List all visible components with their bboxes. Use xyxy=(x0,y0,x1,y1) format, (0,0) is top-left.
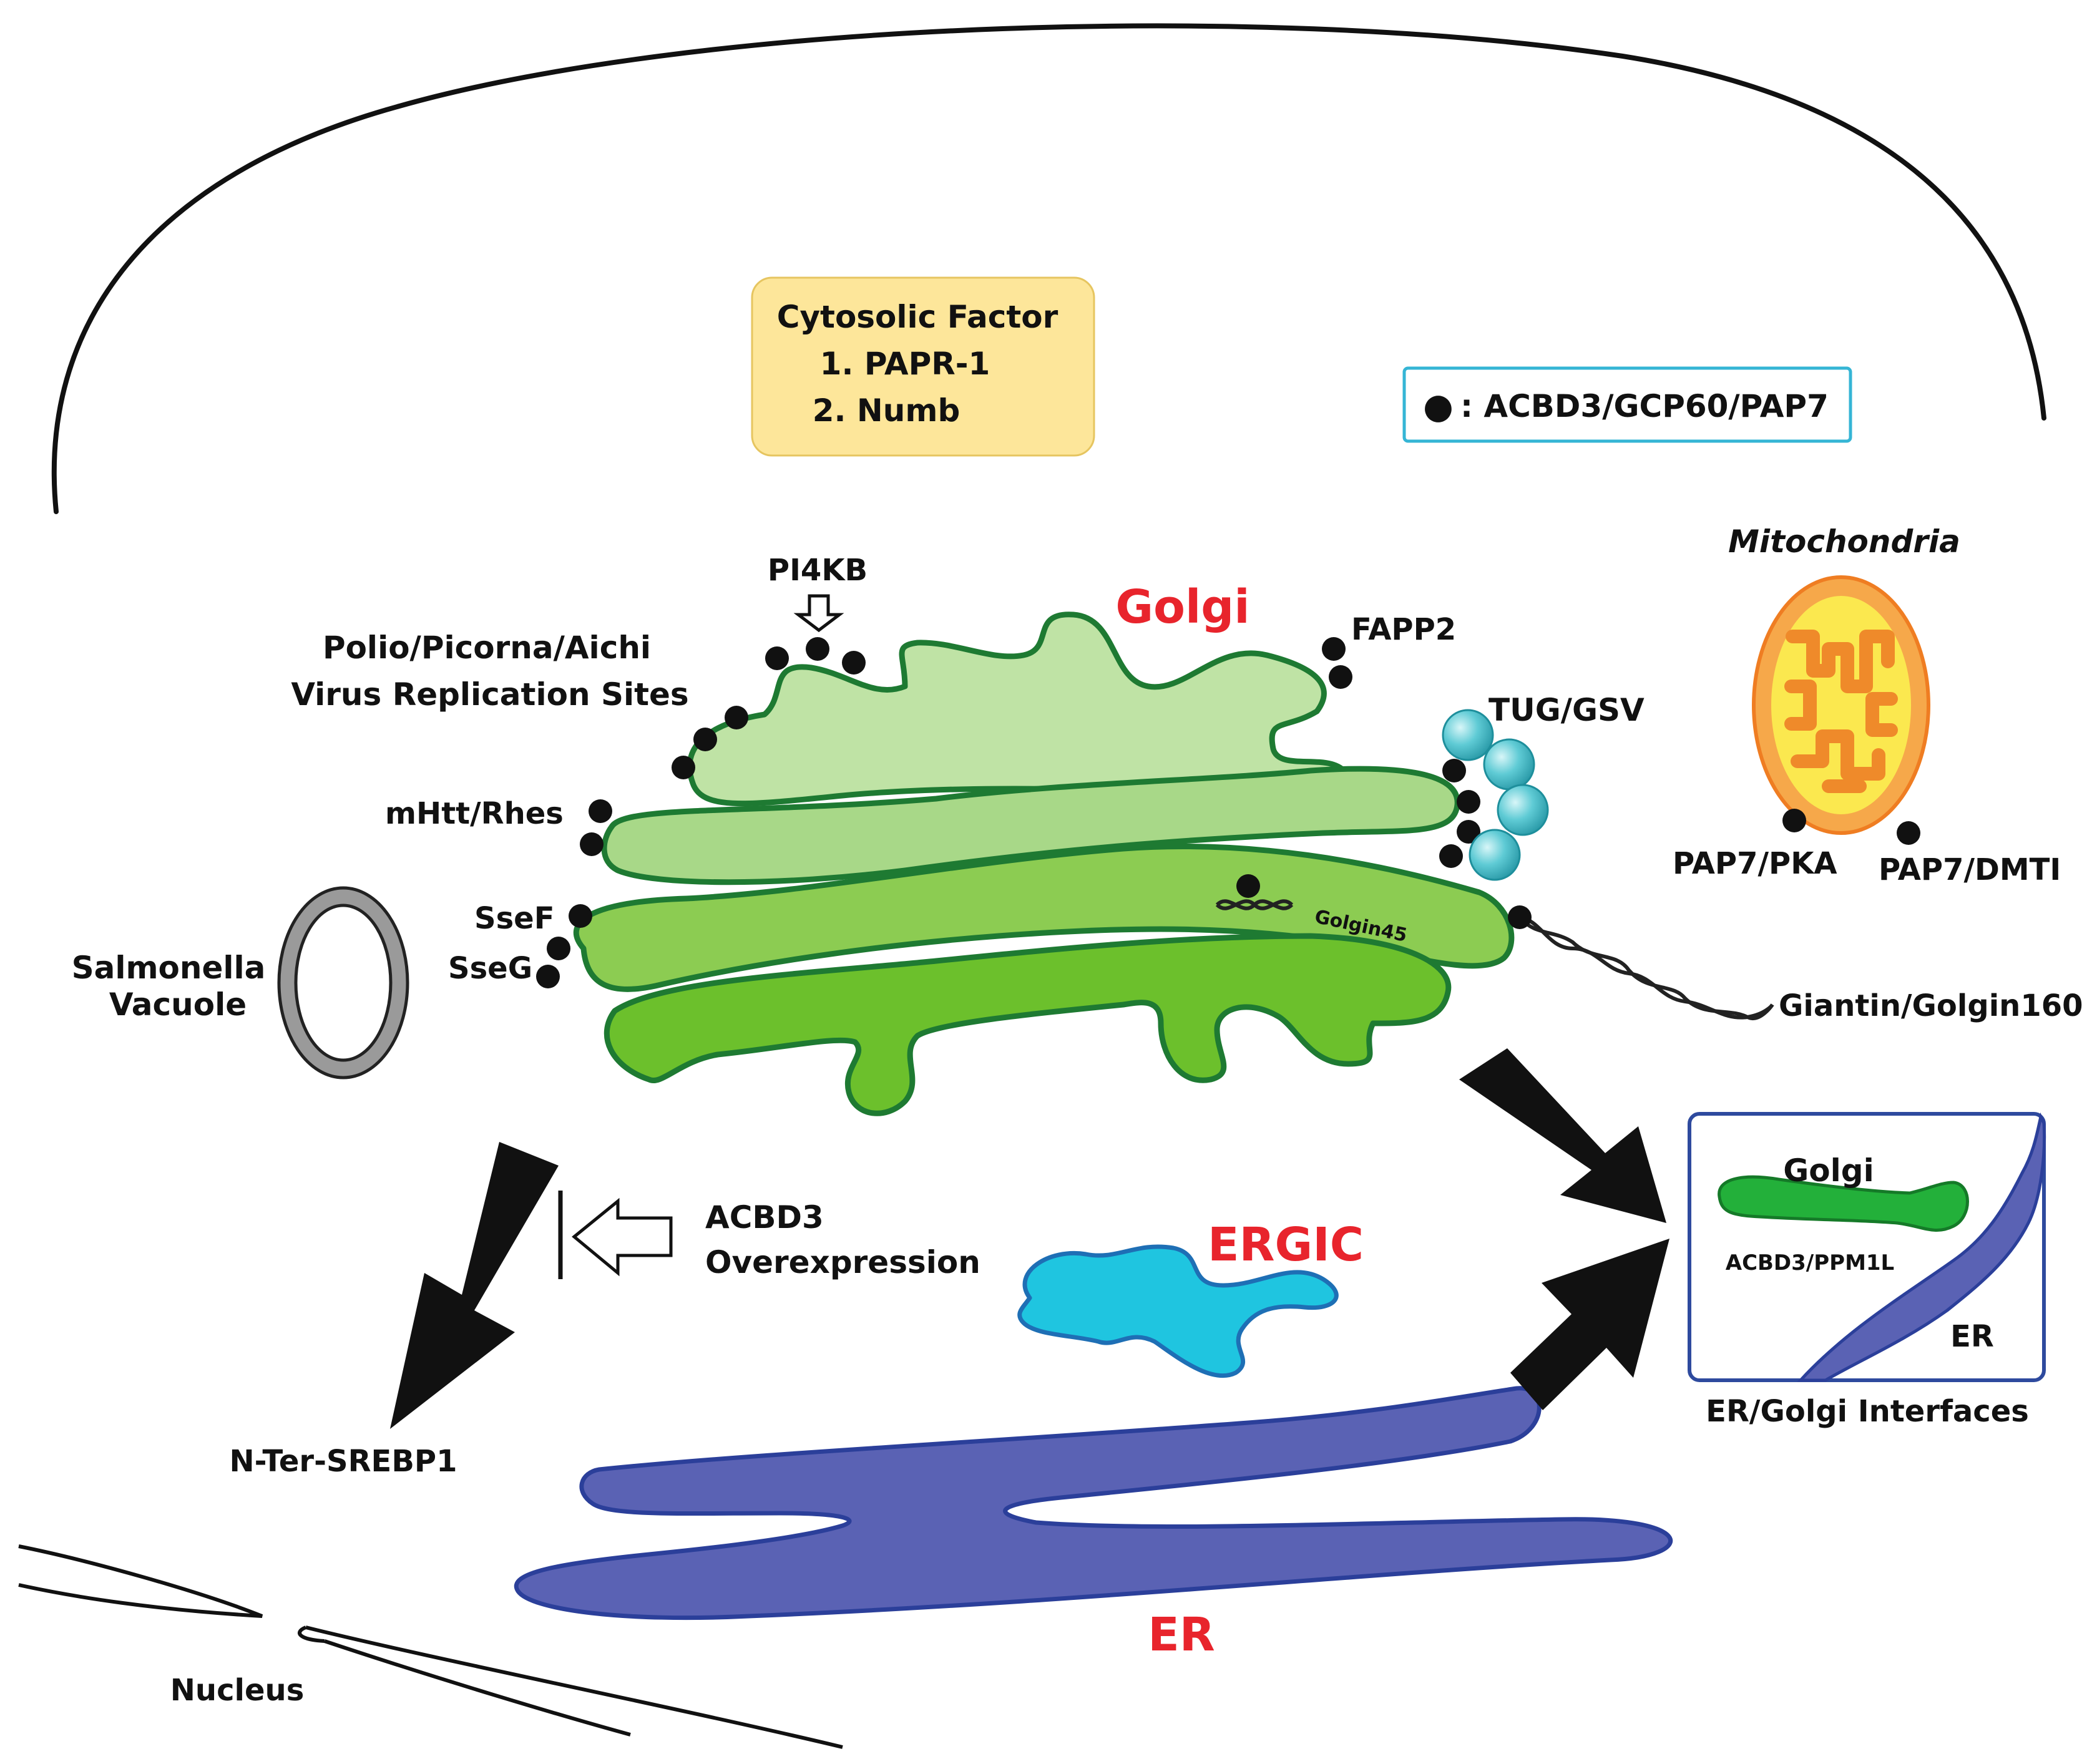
golgin45-coil xyxy=(1215,899,1294,910)
cytosolic-factor-box: Cytosolic Factor 1. PAPR-1 2. Numb xyxy=(751,276,1095,457)
dot-virus-1 xyxy=(725,706,748,729)
golgi-label: Golgi xyxy=(1115,580,1249,634)
pi4kb-arrow xyxy=(793,594,844,633)
tug-gsv-label: TUG/GSV xyxy=(1488,692,1645,728)
dot-golgin45 xyxy=(1236,874,1260,898)
giantin-coil xyxy=(1518,915,1774,1020)
pi4kb-label: PI4KB xyxy=(768,553,868,588)
golgi-cisterna-2 xyxy=(601,766,1460,885)
interface-er xyxy=(1797,1112,2046,1382)
cell-membrane xyxy=(51,23,2046,514)
er-to-interface-arrow xyxy=(1510,1239,1669,1410)
cytosolic-item-2: 2. Numb xyxy=(813,392,960,429)
acbd3-overexp-line2: Overexpression xyxy=(705,1244,980,1280)
dot-sseg-1 xyxy=(547,937,570,960)
dot-pi4kb-2 xyxy=(806,637,829,661)
dot-sseg-2 xyxy=(536,965,560,988)
virus-label-line2: Virus Replication Sites xyxy=(291,676,688,713)
mitochondria-label: Mitochondria xyxy=(1728,524,1960,560)
overexpression-arrow xyxy=(572,1197,673,1277)
gsv-vesicles xyxy=(1442,709,1549,881)
er-label: ER xyxy=(1148,1608,1215,1662)
golgi-to-interface-arrow xyxy=(1459,1048,1666,1223)
legend-dot-symbol: ● xyxy=(1423,386,1454,427)
cytosolic-item-1: 1. PAPR-1 xyxy=(820,346,990,382)
giantin-label: Giantin/Golgin160 xyxy=(1779,988,2083,1023)
srebp1-label: N-Ter-SREBP1 xyxy=(229,1444,457,1479)
virus-label-line1: Polio/Picorna/Aichi xyxy=(323,630,651,666)
ergic xyxy=(1017,1244,1339,1378)
dot-tug-1 xyxy=(1442,759,1466,782)
pap7-pka-label: PAP7/PKA xyxy=(1673,846,1837,881)
nucleus-envelope xyxy=(18,1544,843,1749)
interface-protein-label: ACBD3/PPM1L xyxy=(1726,1250,1894,1275)
vesicle-2 xyxy=(1483,738,1535,791)
sseg-label: SseG xyxy=(448,951,532,986)
golgi-cisterna-3 xyxy=(573,843,1515,992)
dot-tug-2 xyxy=(1457,790,1480,814)
pap7-dmti-label: PAP7/DMTI xyxy=(1879,852,2061,887)
acbd3-dots xyxy=(536,637,1480,988)
dot-pap7-dmti xyxy=(1897,821,1920,845)
fapp2-label: FAPP2 xyxy=(1351,612,1456,647)
acbd3-overexp-line1: ACBD3 xyxy=(705,1199,824,1235)
er-golgi-interface-box: Golgi ACBD3/PPM1L ER xyxy=(1688,1112,2046,1382)
cytosolic-title: Cytosolic Factor xyxy=(777,299,1058,335)
dot-mhtt-1 xyxy=(589,799,612,823)
dot-giantin xyxy=(1508,905,1532,929)
interface-er-label: ER xyxy=(1950,1319,1994,1354)
dot-ssef xyxy=(569,904,592,928)
dot-virus-2 xyxy=(693,728,717,751)
legend-box: ● : ACBD3/GCP60/PAP7 xyxy=(1402,366,1852,443)
vesicle-1 xyxy=(1442,709,1494,761)
vesicle-4 xyxy=(1469,829,1521,881)
dot-fapp2-1 xyxy=(1322,637,1346,661)
dot-pi4kb-1 xyxy=(765,646,789,670)
interface-golgi-label: Golgi xyxy=(1783,1152,1874,1189)
salmonella-vacuole xyxy=(277,886,409,1079)
vesicle-3 xyxy=(1497,784,1549,836)
nucleus-label: Nucleus xyxy=(170,1673,305,1708)
salmonella-label-line1: Salmonella xyxy=(72,950,266,986)
dot-tug-3 xyxy=(1457,820,1480,844)
ergic-label: ERGIC xyxy=(1208,1218,1364,1272)
salmonella-label-line2: Vacuole xyxy=(109,987,247,1023)
mitochondria: Mitochondria xyxy=(1728,524,1960,835)
mhtt-rhes-label: mHtt/Rhes xyxy=(385,796,564,831)
dot-pi4kb-3 xyxy=(842,651,866,675)
dot-fapp2-2 xyxy=(1329,665,1352,689)
interface-golgi xyxy=(1718,1175,1969,1232)
golgi-cisterna-4 xyxy=(604,933,1452,1116)
golgi-stack xyxy=(573,612,1515,1116)
dot-pap7-pka xyxy=(1782,809,1806,832)
legend-text: : ACBD3/GCP60/PAP7 xyxy=(1460,388,1829,424)
endoplasmic-reticulum xyxy=(514,1386,1673,1620)
dot-mhtt-2 xyxy=(580,832,604,856)
ssef-label: SseF xyxy=(474,901,554,936)
dot-virus-3 xyxy=(672,756,695,779)
dot-tug-4 xyxy=(1439,844,1463,868)
interface-caption: ER/Golgi Interfaces xyxy=(1706,1394,2029,1429)
srebp1-arrow xyxy=(390,1142,559,1429)
